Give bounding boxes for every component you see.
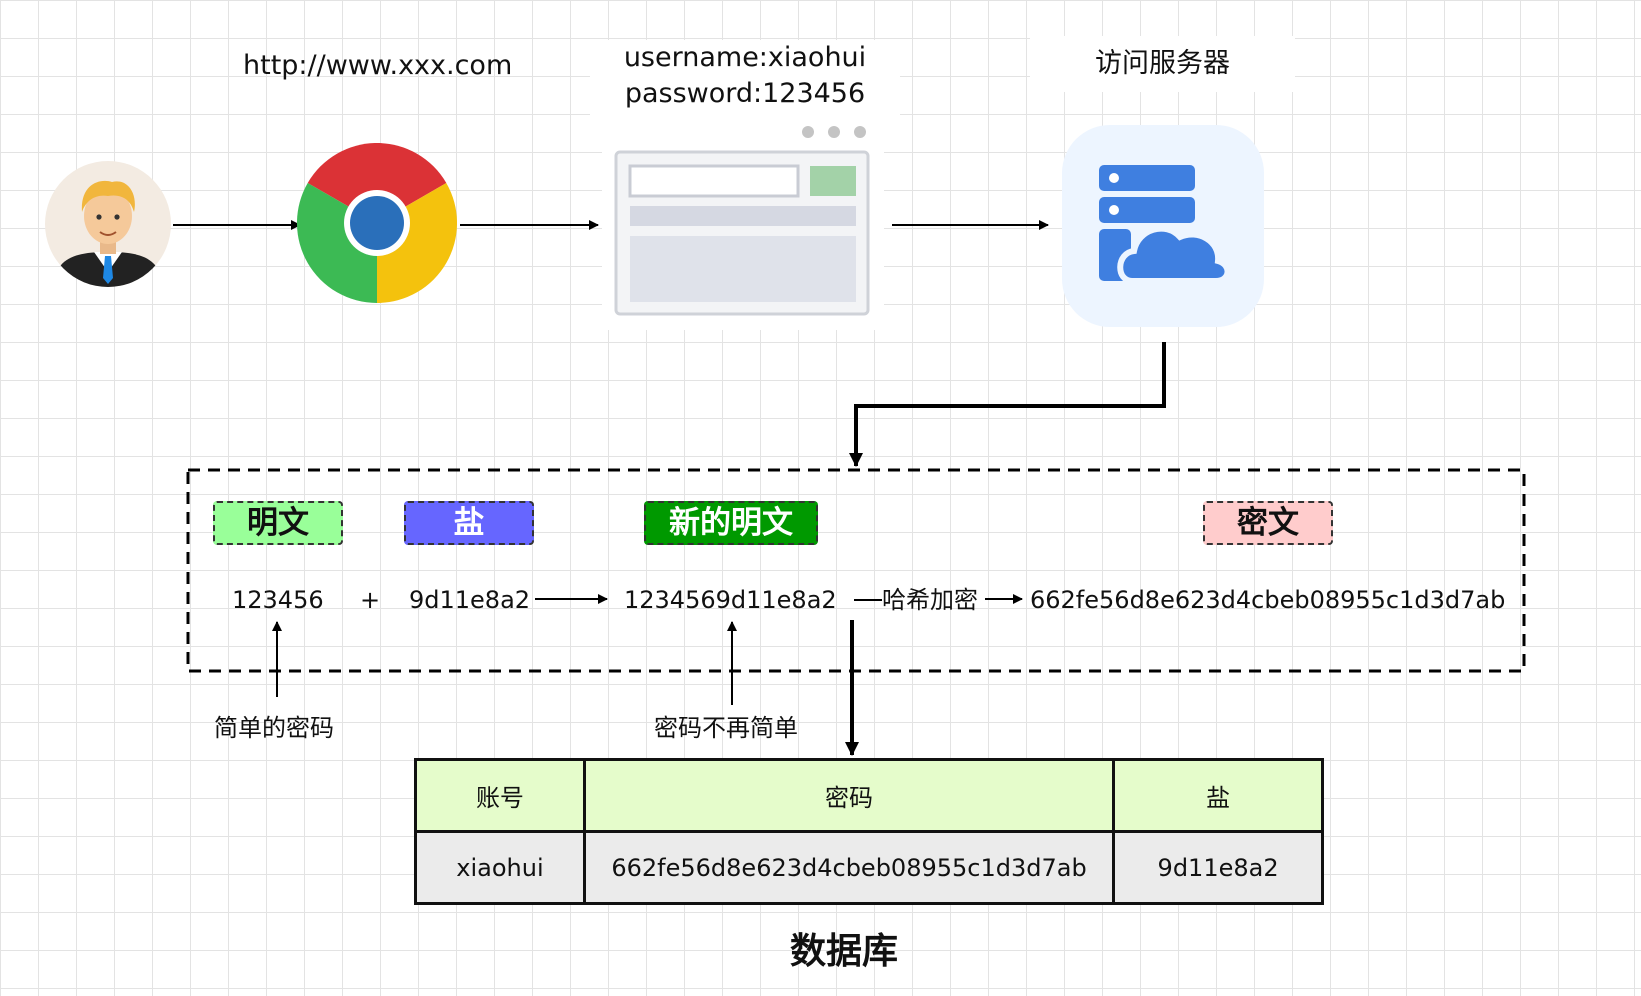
login-form-window-icon (602, 118, 884, 330)
note-simple-password: 简单的密码 (214, 714, 334, 742)
table-header-row: 账号 密码 盐 (414, 758, 1324, 833)
header-account: 账号 (414, 758, 586, 833)
process-dashed-box (186, 468, 1526, 673)
credentials-label: username:xiaohui password:123456 (590, 40, 900, 120)
table-row: xiaohui 662fe56d8e623d4cbeb08955c1d3d7ab… (414, 830, 1324, 905)
header-salt: 盐 (1112, 758, 1324, 833)
database-title: 数据库 (790, 931, 899, 972)
header-password: 密码 (582, 758, 1116, 833)
new-plaintext-value: 1234569d11e8a2 (624, 586, 837, 614)
cloud-server-icon (1062, 125, 1264, 327)
plaintext-value: 123456 (232, 586, 324, 614)
ciphertext-value: 662fe56d8e623d4cbeb08955c1d3d7ab (1030, 586, 1506, 614)
new-plaintext-tag: 新的明文 (644, 501, 818, 545)
server-label: 访问服务器 (1030, 36, 1295, 92)
salt-tag: 盐 (404, 501, 534, 545)
plaintext-tag: 明文 (213, 501, 343, 545)
username-text: username:xiaohui (623, 42, 867, 73)
plus-sign: + (360, 586, 381, 614)
note-password-not-simple: 密码不再简单 (654, 714, 798, 742)
hash-label: 哈希加密 (882, 586, 978, 614)
cell-account: xiaohui (414, 830, 586, 905)
password-text: password:123456 (624, 78, 866, 109)
ciphertext-tag: 密文 (1203, 501, 1333, 545)
chrome-browser-icon (297, 143, 457, 303)
salt-value: 9d11e8a2 (409, 586, 531, 614)
cell-password-hash: 662fe56d8e623d4cbeb08955c1d3d7ab (582, 830, 1116, 905)
user-avatar-icon (45, 161, 171, 287)
arrow-server-to-process (849, 342, 1166, 467)
url-label: http://www.xxx.com (243, 50, 513, 81)
cell-salt: 9d11e8a2 (1112, 830, 1324, 905)
database-table: 账号 密码 盐 xiaohui 662fe56d8e623d4cbeb08955… (414, 758, 1324, 905)
